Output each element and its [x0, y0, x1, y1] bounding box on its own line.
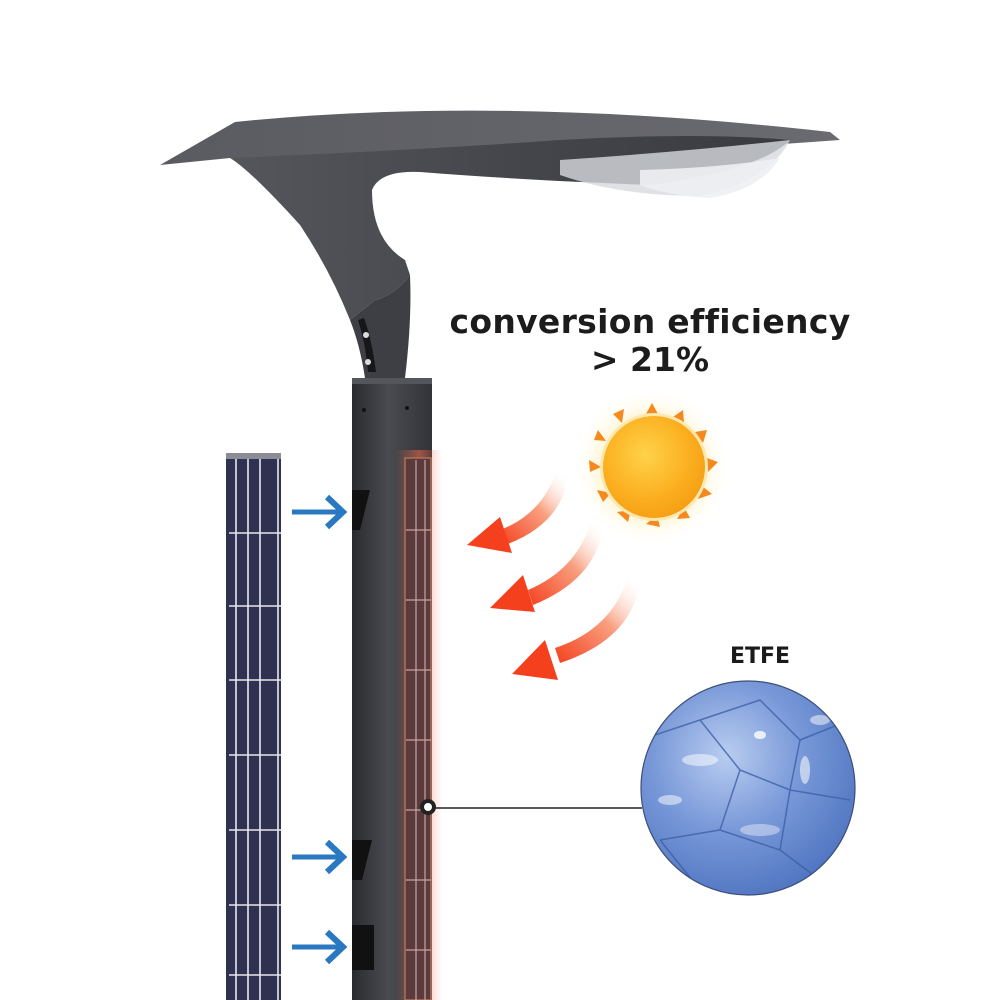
headline-line2: > 21%: [590, 340, 710, 379]
curved-arrow-icon: [512, 580, 640, 680]
headline: conversion efficiency > 21%: [440, 303, 860, 379]
embedded-solar-strip: [404, 457, 432, 1000]
right-arrow-icon: [292, 494, 348, 530]
etfe-texture-circle: [640, 680, 856, 896]
curved-arrow-icon: [490, 525, 603, 612]
curved-arrow-icon: [467, 475, 568, 553]
right-arrow-icon: [292, 929, 348, 965]
sun-icon: [572, 387, 732, 547]
mount-slot: [352, 840, 372, 880]
material-label: ETFE: [729, 644, 791, 669]
flexible-solar-panel: [226, 453, 281, 1000]
right-arrow-icon: [292, 839, 348, 875]
headline-line1: conversion efficiency: [449, 302, 851, 341]
callout-marker: [420, 799, 436, 815]
lamp-head: [160, 110, 840, 320]
mount-slot: [352, 925, 374, 970]
mount-slot: [352, 490, 370, 530]
lamp-neck: [350, 275, 411, 378]
